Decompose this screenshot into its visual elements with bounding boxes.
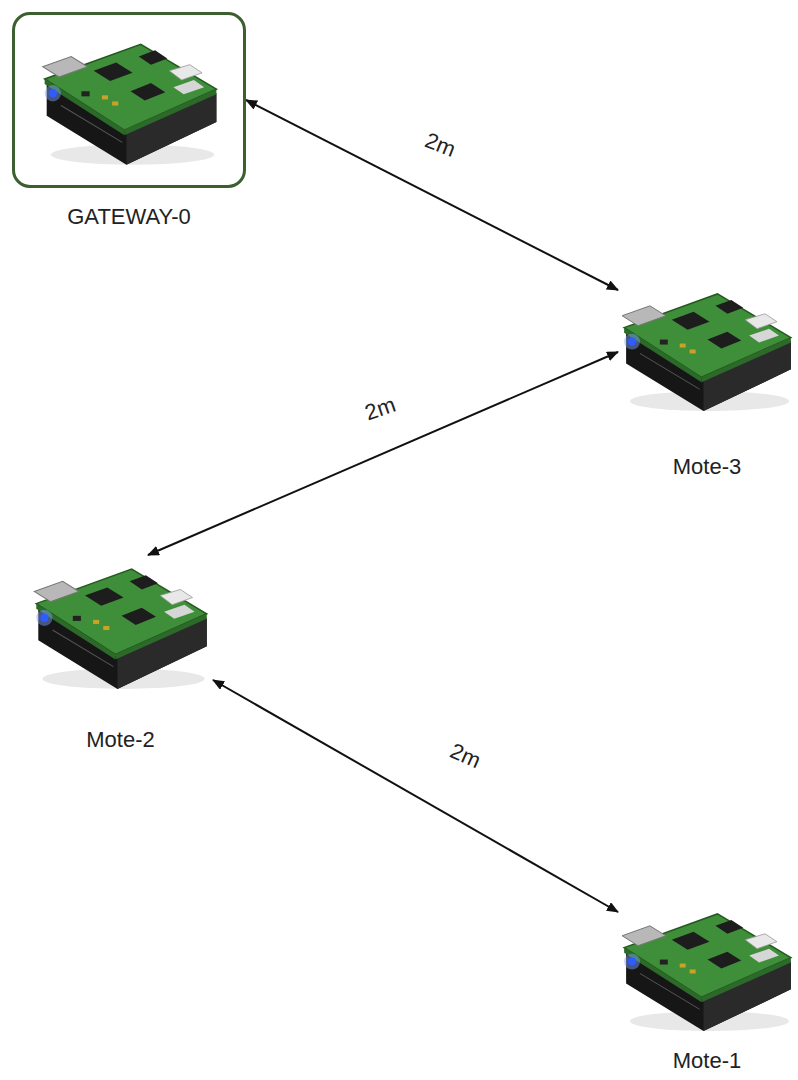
distance-label: 2m — [442, 735, 489, 776]
usb-connector — [43, 56, 88, 76]
node-label: Mote-2 — [24, 727, 217, 753]
mote-illustration — [32, 559, 210, 696]
board-edge — [45, 79, 125, 135]
chip — [715, 920, 743, 934]
board-logo — [749, 329, 779, 343]
blue-led — [49, 89, 57, 97]
component — [102, 95, 108, 99]
node-label: Mote-3 — [614, 454, 798, 480]
led-glow — [45, 85, 61, 101]
board-logo — [745, 314, 777, 329]
board-logo — [749, 949, 779, 963]
board-logo — [164, 605, 194, 619]
chip — [715, 300, 743, 314]
component — [680, 964, 686, 968]
blue-led — [40, 614, 48, 622]
chip — [85, 587, 124, 605]
chip — [139, 50, 168, 64]
board-edge — [624, 948, 701, 1003]
chip — [707, 952, 741, 969]
component — [81, 91, 89, 96]
board-logo — [745, 934, 777, 949]
mote-picture — [32, 559, 210, 700]
board-logo — [173, 80, 204, 94]
mote-illustration — [620, 904, 794, 1038]
mote-picture — [620, 904, 794, 1042]
component — [680, 344, 686, 348]
chip — [130, 575, 158, 589]
led-glow — [624, 954, 640, 970]
mote-node: Mote-3 — [618, 280, 796, 480]
board-edge — [624, 328, 701, 383]
mote-node: GATEWAY-0 — [12, 12, 246, 244]
mote-node: Mote-1 — [618, 900, 796, 1072]
blue-led — [628, 958, 636, 966]
usb-connector — [622, 306, 666, 326]
distance-label: 2m — [357, 389, 403, 428]
board-logo — [169, 65, 202, 80]
board-logo — [160, 589, 192, 604]
mote-picture — [620, 284, 794, 422]
component — [73, 616, 81, 621]
link-arrow — [213, 680, 618, 912]
distance-label: 2m — [417, 125, 463, 165]
chip — [672, 932, 710, 950]
component — [660, 340, 668, 345]
usb-connector — [622, 926, 666, 946]
component — [103, 626, 109, 630]
component — [93, 620, 99, 624]
blue-led — [628, 338, 636, 346]
component — [690, 970, 696, 974]
led-glow — [36, 610, 52, 626]
node-label: Mote-1 — [614, 1048, 798, 1074]
mote-node: Mote-2 — [28, 555, 213, 755]
component — [112, 101, 118, 105]
board-edge — [36, 604, 115, 660]
node-label: GATEWAY-0 — [8, 204, 250, 230]
mote-picture — [40, 34, 220, 176]
led-glow — [624, 334, 640, 350]
component — [690, 350, 696, 354]
mote-illustration — [40, 34, 220, 172]
usb-connector — [34, 581, 79, 601]
mote-illustration — [620, 284, 794, 418]
chip — [94, 63, 133, 81]
chip — [672, 312, 710, 330]
component — [660, 960, 668, 965]
chip — [707, 332, 741, 349]
chip — [131, 83, 166, 100]
link-arrow — [148, 352, 618, 555]
link-arrow — [246, 100, 618, 290]
chip — [122, 608, 157, 625]
